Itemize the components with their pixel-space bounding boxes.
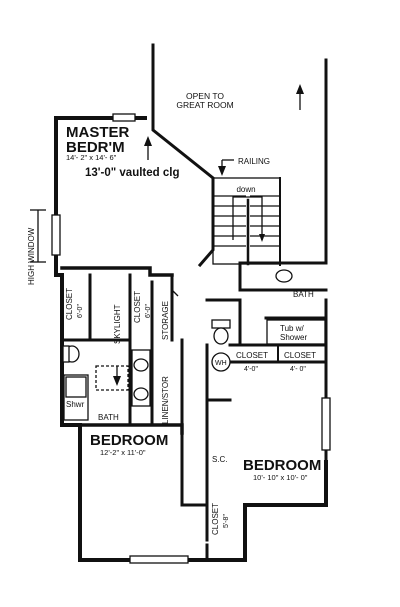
shower-label: Shwr <box>66 400 85 409</box>
closet-left1-label: CLOSET <box>65 288 74 320</box>
exterior-wall-west <box>54 116 328 562</box>
master-size: 14'- 2" x 14'- 6" <box>66 153 117 162</box>
closet-bottom-label: CLOSET <box>211 503 220 535</box>
skylight-arrow-icon <box>113 376 121 386</box>
sc-label: S.C. <box>212 455 228 464</box>
wh-label: WH <box>215 360 227 367</box>
sink-icon <box>275 269 293 283</box>
master-name-line2: BEDR'M <box>66 139 125 156</box>
staircase <box>212 177 281 266</box>
closet-bottom-size: 5'-8" <box>223 514 230 528</box>
bedroom-left-name: BEDROOM <box>90 432 168 449</box>
closet-left2-label: CLOSET <box>133 291 142 323</box>
stair-down-label: down <box>236 185 255 194</box>
linen-label: LINEN/STOR <box>161 376 170 424</box>
toilet-icon <box>213 327 229 345</box>
walls <box>54 43 328 562</box>
master-bottom-wall <box>60 266 174 277</box>
wh-wall <box>205 298 242 347</box>
closet-b-label: CLOSET <box>284 351 316 360</box>
high-window-label: HIGH WINDOW <box>27 227 36 285</box>
closet-left2-size: 6'-0" <box>145 304 152 318</box>
skylight-box <box>95 365 129 391</box>
tub-label-2: Shower <box>280 333 307 342</box>
master-top-window <box>112 113 136 122</box>
stair-outline <box>212 177 281 265</box>
closet-left-walls <box>60 273 132 342</box>
bedroom-right-size: 10'- 10" x 10'- 0" <box>253 473 308 482</box>
vaulted-ceiling-label: 13'-0" vaulted clg <box>85 167 179 179</box>
bedroom-left-size: 12'-2" x 11'-0" <box>100 448 146 457</box>
sink-icon <box>133 387 149 401</box>
closet-a-label: CLOSET <box>236 351 268 360</box>
bottom-window <box>129 555 189 564</box>
skylight-label: SKYLIGHT <box>113 304 122 344</box>
master-name-line1: MASTER <box>66 124 130 141</box>
open-to-label: OPEN TO <box>186 91 224 101</box>
bedroom-right-name: BEDROOM <box>243 457 321 474</box>
toilet-tank <box>211 319 231 329</box>
railing-wall <box>151 43 215 268</box>
shower-icon <box>63 374 89 421</box>
fixtures <box>62 269 326 421</box>
tub-label: Tub w/ <box>280 324 304 333</box>
labels: OPEN TO GREAT ROOM MASTER BEDR'M 14'- 2"… <box>27 91 321 535</box>
closet-b-size: 4'- 0" <box>290 366 306 373</box>
great-room-label: GREAT ROOM <box>176 100 233 110</box>
windows <box>51 113 331 564</box>
railing-arrow-icon <box>218 166 226 176</box>
arrow-down-icon <box>259 234 265 242</box>
storage-label: STORAGE <box>161 301 170 340</box>
closet-left1-size: 6'-0" <box>77 304 84 318</box>
east-window <box>321 397 331 451</box>
sink-icon <box>133 358 149 372</box>
tub-icon <box>266 319 326 345</box>
bath-left-label: BATH <box>98 413 119 422</box>
high-window <box>51 214 61 256</box>
arrow-up-icon <box>144 136 152 146</box>
bath-top-label: BATH <box>293 290 314 299</box>
railing-label: RAILING <box>238 157 270 166</box>
closet-a-size: 4'-0" <box>244 366 258 373</box>
toilet-tank <box>62 345 70 363</box>
ceiling-arrows <box>30 84 304 386</box>
stair-down-path <box>232 196 263 240</box>
bath-box <box>238 261 328 292</box>
water-heater-icon <box>211 352 231 372</box>
arrow-up-icon <box>296 84 304 94</box>
